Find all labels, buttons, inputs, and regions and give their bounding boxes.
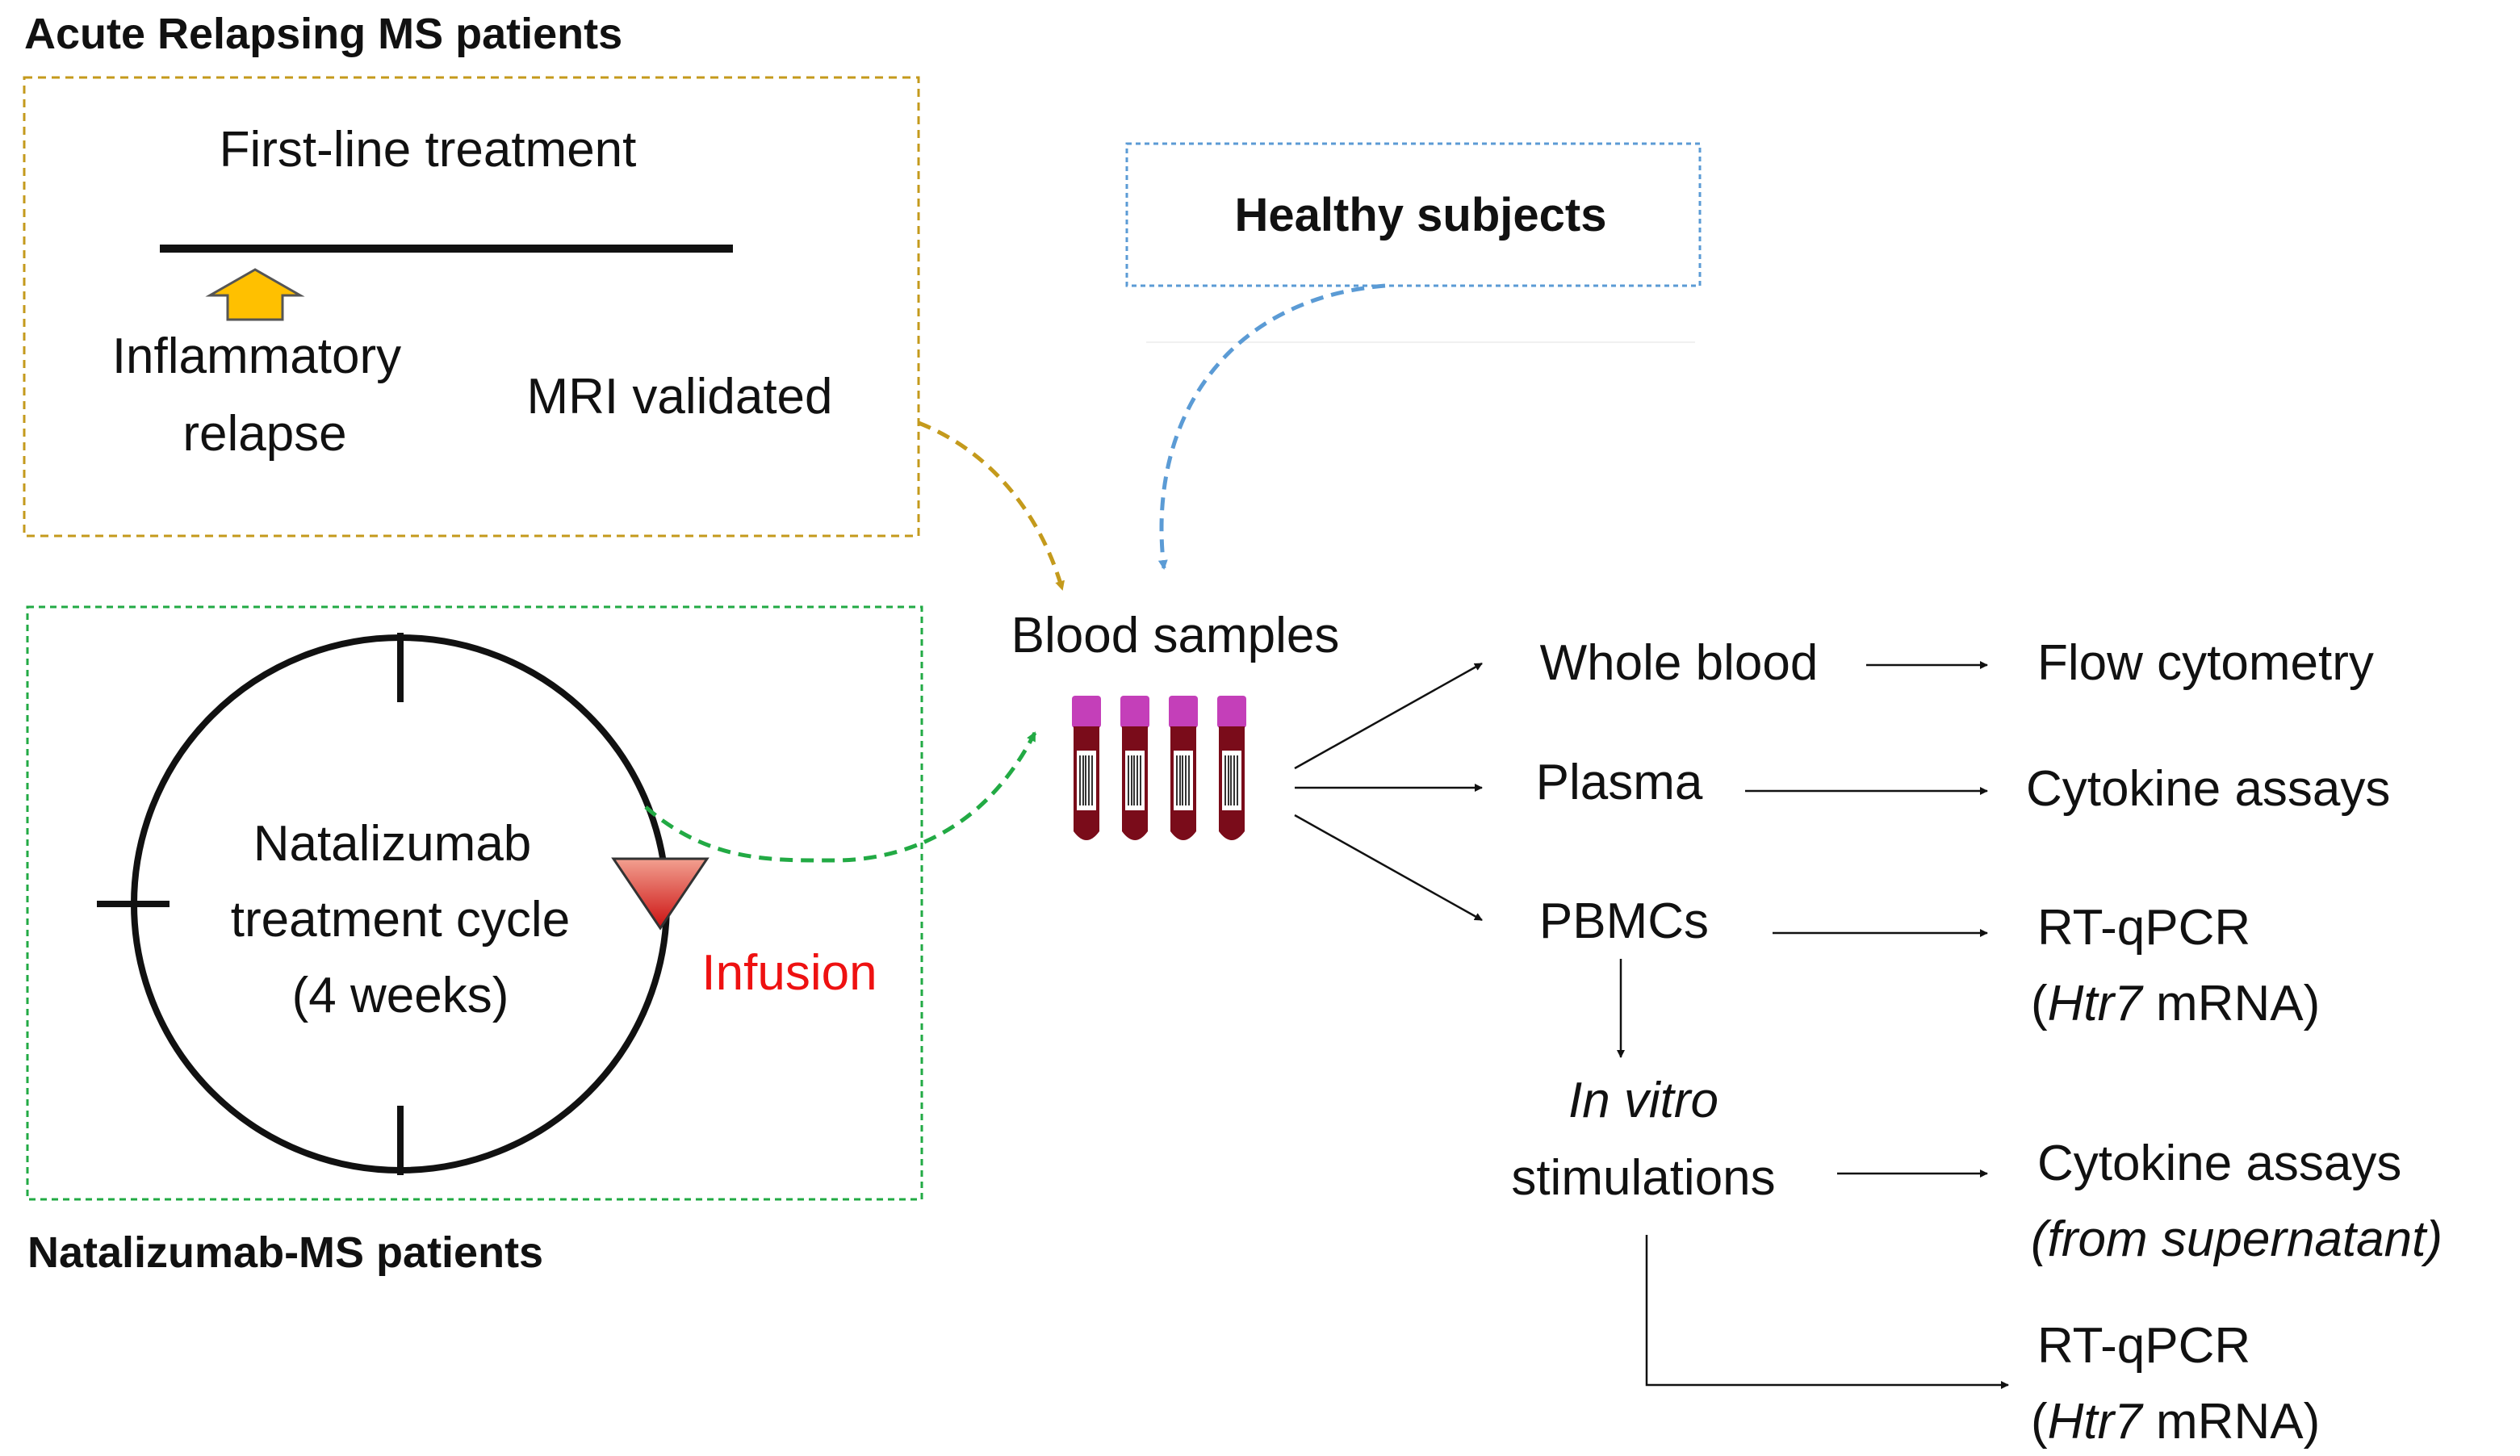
arrow-to-pbmcs xyxy=(1294,814,1483,922)
rtqpcr-pbmc-label: RT-qPCR xyxy=(2037,900,2250,956)
cycle-label-line1: Natalizumab xyxy=(253,816,532,872)
healthy-subjects-title: Healthy subjects xyxy=(1235,189,1607,241)
blood-tube xyxy=(1120,696,1149,840)
in-vitro-label: In vitro xyxy=(1568,1073,1718,1128)
supernatant-label: (from supernatant) xyxy=(2031,1211,2443,1267)
cytokine-supernatant-label: Cytokine assays xyxy=(2037,1136,2401,1191)
acute-to-blood-connector xyxy=(918,420,1065,591)
cycle-label-line2: treatment cycle xyxy=(231,892,570,948)
blood-tube xyxy=(1217,696,1246,840)
blood-tubes-icon xyxy=(1072,696,1246,840)
infusion-label: Infusion xyxy=(701,945,877,1001)
healthy-subjects-box xyxy=(1125,142,1702,287)
natalizumab-box xyxy=(26,605,923,1201)
arrow-to-rtqpcr-stimulated xyxy=(1645,1235,2009,1389)
infusion-to-blood-connector xyxy=(644,731,1037,863)
arrow-to-whole-blood xyxy=(1294,662,1483,770)
plasma-label: Plasma xyxy=(1536,755,1703,810)
acute-ms-title: Acute Relapsing MS patients xyxy=(24,10,622,58)
htr7-mrna-pbmc-label: (Htr7 mRNA) xyxy=(2031,976,2320,1031)
mri-validated-label: MRI validated xyxy=(526,369,832,425)
blood-samples-label: Blood samples xyxy=(1011,608,1340,663)
pbmcs-label: PBMCs xyxy=(1539,893,1709,949)
acute-ms-box xyxy=(23,76,920,538)
blood-tube xyxy=(1169,696,1198,840)
blood-tube xyxy=(1072,696,1101,840)
whole-blood-label: Whole blood xyxy=(1540,635,1819,691)
relapse-arrow-icon xyxy=(205,268,305,321)
flow-cytometry-label: Flow cytometry xyxy=(2037,635,2374,691)
natalizumab-ms-title: Natalizumab-MS patients xyxy=(27,1228,543,1277)
cycle-label-line3: (4 weeks) xyxy=(292,968,509,1023)
relapse-label-line1: Inflammatory xyxy=(112,328,401,384)
infusion-triangle-icon xyxy=(611,857,710,931)
healthy-to-blood-connector xyxy=(1157,283,1386,570)
htr7-mrna-stimulated-label: (Htr7 mRNA) xyxy=(2031,1394,2320,1450)
cytokine-plasma-label: Cytokine assays xyxy=(2026,761,2390,817)
relapse-label-line2: relapse xyxy=(182,406,346,462)
stimulations-label: stimulations xyxy=(1511,1150,1775,1206)
rtqpcr-stimulated-label: RT-qPCR xyxy=(2037,1318,2250,1374)
first-line-treatment-label: First-line treatment xyxy=(220,122,637,178)
